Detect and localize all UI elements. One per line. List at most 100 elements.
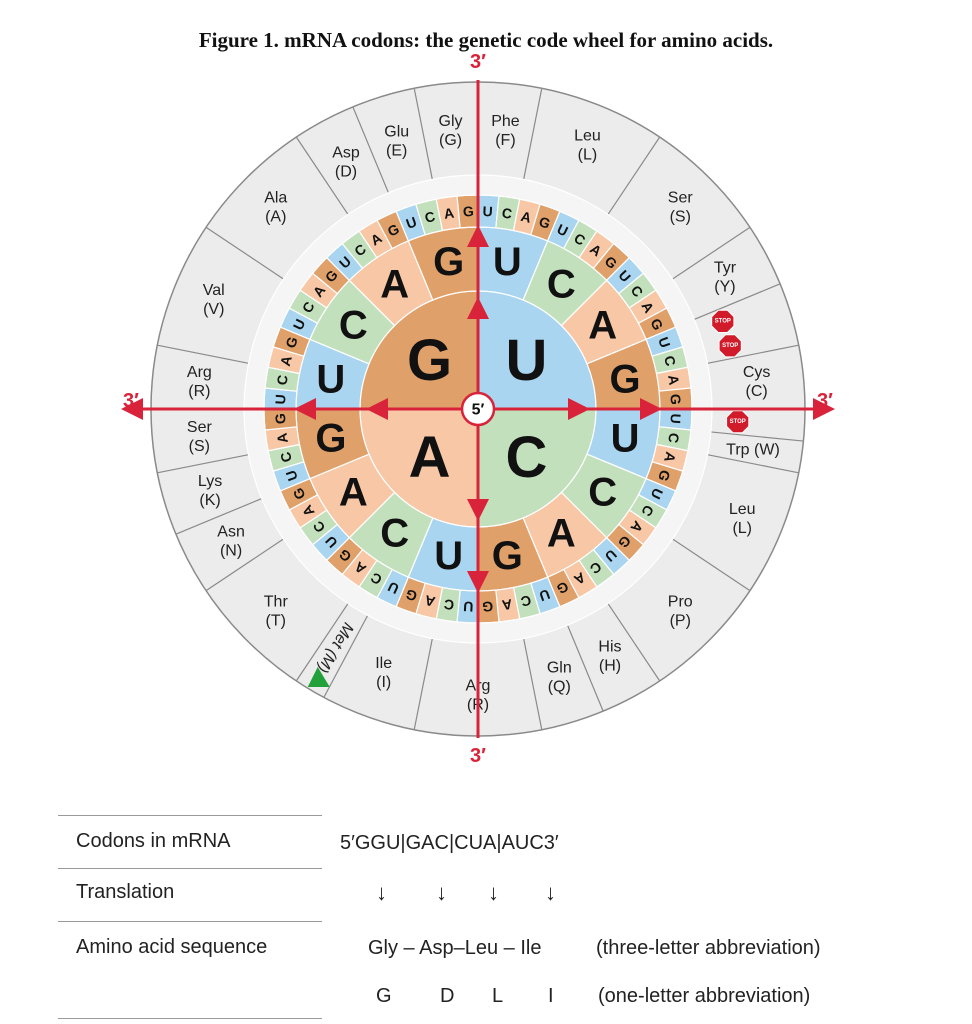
amino-acid-abbr: (D) bbox=[335, 164, 357, 181]
second-base-C: C bbox=[588, 470, 617, 514]
third-base-A: A bbox=[443, 204, 455, 221]
translation-arrow: ↓ bbox=[436, 880, 447, 905]
amino-acid-label: Ala bbox=[264, 189, 287, 206]
aa-divider bbox=[352, 106, 390, 194]
second-base-A: A bbox=[339, 470, 368, 514]
amino-acid-label: Glu bbox=[384, 124, 409, 141]
second-base-C: C bbox=[380, 512, 409, 556]
stop-sign-icon bbox=[718, 334, 742, 358]
amino-acid-label: Trp (W) bbox=[726, 441, 780, 458]
third-base-G: G bbox=[403, 586, 419, 605]
second-base-U: U bbox=[434, 534, 463, 578]
amino-acid-label: Cys bbox=[743, 364, 771, 381]
amino-acid-abbr: (N) bbox=[220, 542, 242, 559]
aa-divider bbox=[157, 454, 249, 474]
table-rule bbox=[58, 1018, 322, 1019]
aa-divider bbox=[523, 88, 543, 180]
second-base-C: C bbox=[339, 304, 368, 348]
center-5prime-label: 5′ bbox=[472, 402, 485, 419]
arrowhead-left bbox=[294, 398, 316, 420]
aa-divider bbox=[566, 624, 604, 712]
aa-divider bbox=[523, 638, 543, 730]
amino-acid-abbr: (T) bbox=[266, 613, 286, 630]
second-base-C: C bbox=[547, 262, 576, 306]
one-letter-note: (one-letter abbreviation) bbox=[598, 985, 811, 1007]
amino-acid-abbr: (L) bbox=[578, 146, 598, 163]
center-circle bbox=[460, 391, 496, 427]
amino-acid-abbr: (F) bbox=[495, 132, 515, 149]
stop-sign-icon bbox=[726, 410, 750, 434]
second-base-G: G bbox=[433, 240, 464, 284]
aa-divider bbox=[295, 136, 349, 215]
arrowhead-right bbox=[640, 398, 662, 420]
third-base-G: G bbox=[655, 468, 674, 484]
amino-acid-abbr: (L) bbox=[732, 520, 752, 537]
third-base-G: G bbox=[668, 393, 685, 405]
three-prime-top: 3′ bbox=[470, 51, 486, 73]
stop-label: STOP bbox=[715, 318, 731, 324]
aa-divider bbox=[672, 538, 751, 592]
third-base-U: U bbox=[537, 586, 552, 604]
second-base-G: G bbox=[610, 358, 641, 402]
amino-acid-label: Leu bbox=[574, 127, 601, 144]
amino-acid-abbr: (Q) bbox=[548, 678, 571, 695]
third-base-A: A bbox=[519, 208, 533, 226]
second-base-U: U bbox=[316, 358, 345, 402]
amino-acid-label: Leu bbox=[729, 501, 756, 518]
table-rule bbox=[58, 815, 322, 816]
amino-acid-label: His bbox=[598, 638, 621, 655]
amino-acid-label: Ser bbox=[668, 189, 694, 206]
one-letter-G: G bbox=[376, 985, 392, 1007]
aa-divider bbox=[295, 603, 349, 682]
third-base-U: U bbox=[272, 394, 288, 405]
amino-acid-abbr: (P) bbox=[670, 613, 691, 630]
aa-divider bbox=[693, 283, 781, 321]
one-letter-I: I bbox=[548, 985, 554, 1007]
amino-acid-label: Gly bbox=[439, 113, 463, 130]
third-base-G: G bbox=[272, 413, 289, 425]
first-base-C: C bbox=[505, 425, 547, 490]
aa-divider bbox=[413, 638, 433, 730]
third-base-C: C bbox=[423, 208, 437, 226]
translation-arrow: ↓ bbox=[376, 880, 387, 905]
amino-acid-label: Asn bbox=[217, 523, 245, 540]
arrowhead-down bbox=[467, 499, 489, 521]
aa-divider bbox=[607, 136, 661, 215]
three-letter-note: (three-letter abbreviation) bbox=[596, 937, 821, 959]
second-base-U: U bbox=[611, 416, 640, 460]
aa-divider bbox=[707, 454, 799, 474]
amino-acid-abbr: (G) bbox=[439, 132, 462, 149]
aa-divider bbox=[157, 344, 249, 364]
stop-label: STOP bbox=[722, 343, 738, 349]
second-base-A: A bbox=[588, 304, 617, 348]
third-base-U: U bbox=[668, 413, 684, 424]
aa-divider bbox=[205, 226, 284, 280]
arrowhead-right bbox=[813, 398, 835, 420]
translation-label: Translation bbox=[76, 881, 175, 903]
aa-divider bbox=[607, 603, 661, 682]
three-prime-bottom: 3′ bbox=[470, 745, 486, 767]
aa-divider bbox=[205, 538, 284, 592]
first-base-A: A bbox=[409, 425, 451, 490]
third-base-G: G bbox=[282, 334, 301, 350]
arrowhead-down bbox=[467, 571, 489, 593]
figure-title: Figure 1. mRNA codons: the genetic code … bbox=[198, 28, 774, 52]
amino-acid-label: Gln bbox=[547, 659, 572, 676]
aa-divider bbox=[323, 615, 369, 698]
stop-label: STOP bbox=[730, 419, 746, 425]
second-base-G: G bbox=[492, 534, 523, 578]
amino-acid-label: Ile bbox=[375, 655, 392, 672]
third-base-G: G bbox=[482, 599, 494, 616]
arrowhead-up bbox=[467, 297, 489, 319]
band-ring bbox=[243, 174, 713, 644]
third-base-C: C bbox=[661, 354, 679, 368]
amino-acid-label: Val bbox=[203, 282, 225, 299]
codons-label: Codons in mRNA bbox=[76, 830, 231, 852]
amino-acid-label: Pro bbox=[668, 594, 693, 611]
amino-acid-abbr: (C) bbox=[746, 383, 768, 400]
stop-sign-icon bbox=[711, 309, 735, 333]
arrowhead-right bbox=[568, 398, 590, 420]
aa-divider bbox=[672, 226, 751, 280]
amino-acid-label: Tyr bbox=[714, 260, 737, 277]
